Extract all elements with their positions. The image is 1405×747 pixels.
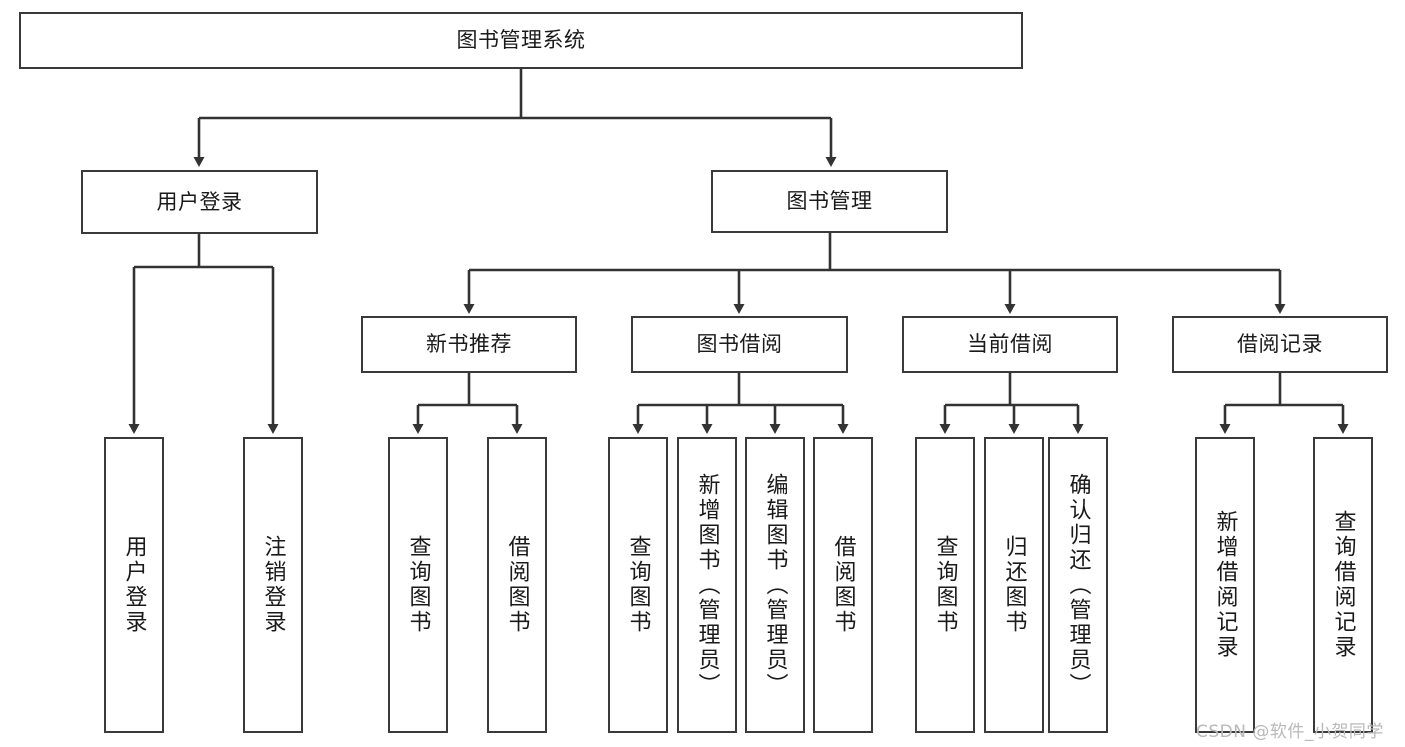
leaf-query-book-recommend[interactable]: 查询图书 — [388, 437, 448, 733]
leaf-logout-label: 注销登录 — [260, 535, 286, 635]
node-user-login-label: 用户登录 — [156, 189, 243, 214]
leaf-edit-book-admin[interactable]: 编辑图书（管理员） — [745, 437, 805, 733]
node-root[interactable]: 图书管理系统 — [19, 12, 1023, 69]
node-new-book-recommend[interactable]: 新书推荐 — [361, 316, 577, 373]
leaf-borrow-book-label: 借阅图书 — [830, 535, 856, 635]
leaf-borrow-book-recommend-label: 借阅图书 — [504, 535, 530, 635]
leaf-query-book-current[interactable]: 查询图书 — [915, 437, 975, 733]
node-current-borrow-label: 当前借阅 — [967, 332, 1053, 357]
node-current-borrow[interactable]: 当前借阅 — [902, 316, 1118, 373]
leaf-query-borrow-record[interactable]: 查询借阅记录 — [1313, 437, 1373, 733]
node-user-login[interactable]: 用户登录 — [81, 170, 318, 234]
node-borrow-record-label: 借阅记录 — [1237, 332, 1323, 357]
leaf-return-book-label: 归还图书 — [1001, 535, 1027, 635]
leaf-borrow-book-recommend[interactable]: 借阅图书 — [487, 437, 547, 733]
leaf-logout[interactable]: 注销登录 — [243, 437, 303, 733]
leaf-borrow-book[interactable]: 借阅图书 — [813, 437, 873, 733]
node-borrow-record[interactable]: 借阅记录 — [1172, 316, 1388, 373]
node-book-borrow-label: 图书借阅 — [696, 332, 783, 357]
leaf-edit-book-admin-label: 编辑图书（管理员） — [762, 472, 788, 698]
leaf-query-book-borrow[interactable]: 查询图书 — [608, 437, 668, 733]
leaf-return-book[interactable]: 归还图书 — [984, 437, 1044, 733]
leaf-add-book-admin[interactable]: 新增图书（管理员） — [677, 437, 737, 733]
leaf-query-book-current-label: 查询图书 — [932, 535, 958, 635]
leaf-user-login-label: 用户登录 — [121, 535, 147, 635]
csdn-watermark: CSDN @软件_小贺同学 — [1196, 722, 1384, 742]
leaf-query-borrow-record-label: 查询借阅记录 — [1330, 510, 1356, 660]
leaf-add-borrow-record[interactable]: 新增借阅记录 — [1195, 437, 1255, 733]
node-new-book-recommend-label: 新书推荐 — [426, 332, 512, 357]
leaf-query-book-recommend-label: 查询图书 — [405, 535, 431, 635]
node-book-management[interactable]: 图书管理 — [711, 170, 948, 233]
node-book-management-label: 图书管理 — [786, 189, 873, 214]
node-root-label: 图书管理系统 — [456, 28, 586, 53]
leaf-user-login[interactable]: 用户登录 — [104, 437, 164, 733]
leaf-confirm-return-admin[interactable]: 确认归还（管理员） — [1048, 437, 1108, 733]
leaf-add-book-admin-label: 新增图书（管理员） — [694, 472, 720, 698]
leaf-confirm-return-admin-label: 确认归还（管理员） — [1065, 472, 1091, 698]
leaf-query-book-borrow-label: 查询图书 — [625, 535, 651, 635]
node-book-borrow[interactable]: 图书借阅 — [631, 316, 848, 373]
leaf-add-borrow-record-label: 新增借阅记录 — [1212, 510, 1238, 660]
